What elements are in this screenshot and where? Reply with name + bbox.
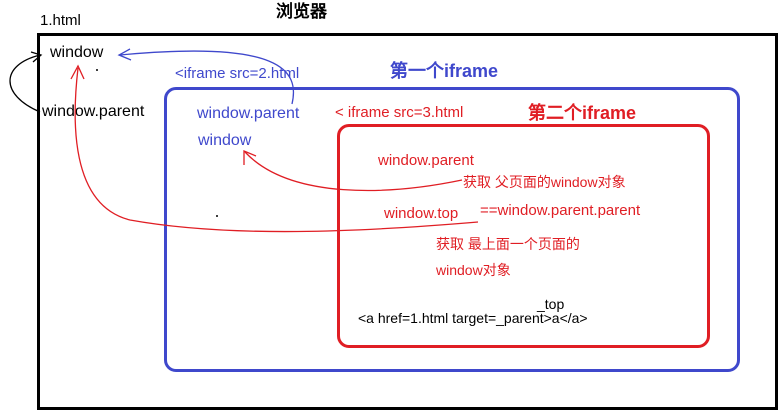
blue-parent-arrow [119, 50, 295, 105]
note-top-line2: window对象 [436, 262, 511, 278]
browser-window-box [37, 33, 778, 410]
iframe1-window-parent-label: window.parent [197, 105, 300, 122]
red-parent-arrowhead [243, 150, 257, 165]
note-parent: 获取 父页面的window对象 [463, 174, 626, 190]
iframe1-window-label: window [198, 132, 252, 149]
anchor-tag: <a href=1.html target=_parent>a</a> [358, 310, 588, 326]
outer-window-parent-label: window.parent [42, 103, 145, 120]
top-word: _top [537, 296, 565, 312]
red-top-arrow [74, 67, 479, 233]
iframe2-window-parent-label: window.parent [378, 152, 474, 169]
first-iframe-box [164, 87, 740, 372]
browser-title: 浏览器 [276, 2, 327, 21]
iframe1-title: 第一个iframe [390, 61, 499, 81]
outer-window-label: window [50, 44, 104, 61]
iframe2-title: 第二个iframe [528, 103, 637, 123]
black-arrowhead [30, 51, 43, 63]
file-label: 1.html [40, 12, 81, 29]
dot-mark [96, 69, 98, 71]
red-parent-arrow [244, 151, 463, 192]
equals-parent-parent: ==window.parent.parent [480, 202, 641, 219]
blue-arrowhead [117, 48, 132, 61]
dot-mark [216, 215, 218, 217]
black-self-loop-arrow [9, 54, 41, 113]
iframe1-tag: <iframe src=2.html [175, 65, 300, 82]
red-top-arrowhead [70, 64, 85, 80]
iframe2-tag: < iframe src=3.html [335, 104, 464, 121]
note-top-line1: 获取 最上面一个页面的 [436, 236, 580, 252]
iframe2-window-top-label: window.top [384, 205, 459, 222]
second-iframe-box [337, 124, 710, 348]
